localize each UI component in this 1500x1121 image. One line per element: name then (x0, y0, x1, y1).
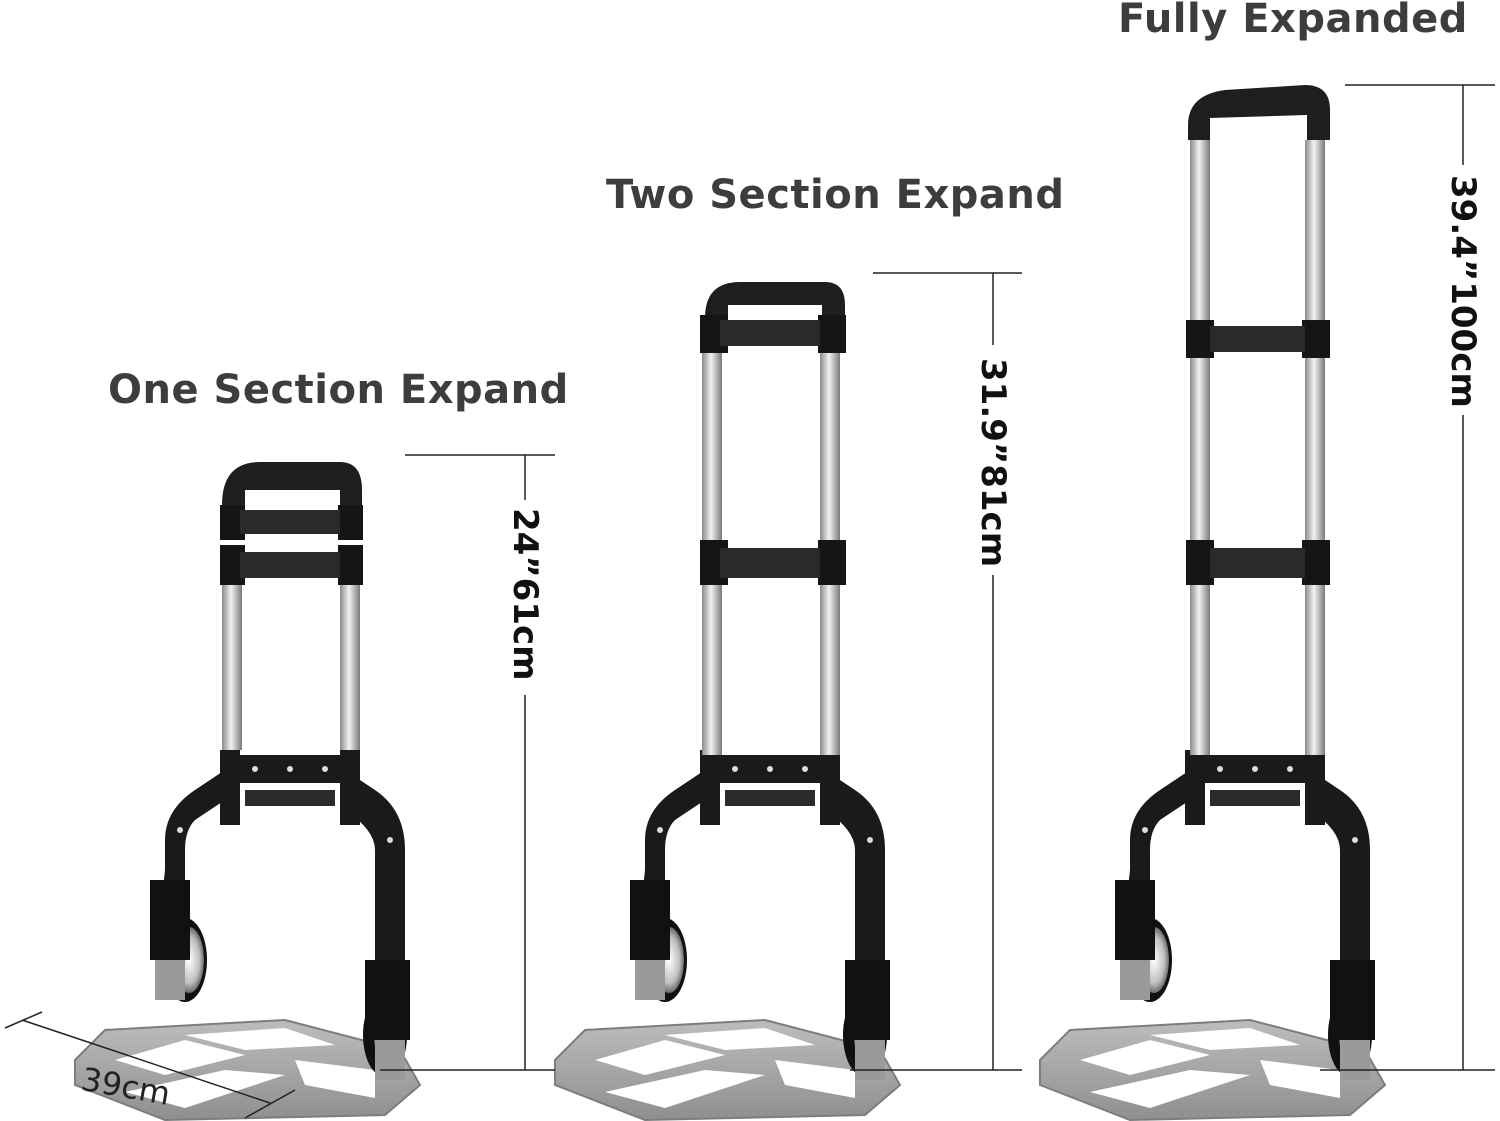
cart-two-section (554, 749, 901, 1121)
heading-fully-expanded: Fully Expanded (1118, 0, 1468, 42)
heading-two-section: Two Section Expand (606, 172, 1065, 218)
cart-one-section-handle (220, 462, 363, 750)
cart-two-section-handle (700, 282, 846, 755)
dimension-line-one (380, 454, 555, 1071)
dimension-line-two (850, 272, 1022, 1071)
height-label-two: 31.9”81cm (973, 358, 1013, 568)
cart-fully-expanded (1039, 749, 1386, 1121)
dimension-line-width (4, 1011, 296, 1119)
cart-fully-expanded-handle (1186, 85, 1330, 755)
cart-one-section (74, 749, 421, 1121)
dimension-line-full (1320, 84, 1495, 1071)
heading-one-section: One Section Expand (108, 367, 569, 413)
height-label-full: 39.4”100cm (1443, 175, 1483, 408)
height-label-one: 24”61cm (505, 508, 545, 681)
